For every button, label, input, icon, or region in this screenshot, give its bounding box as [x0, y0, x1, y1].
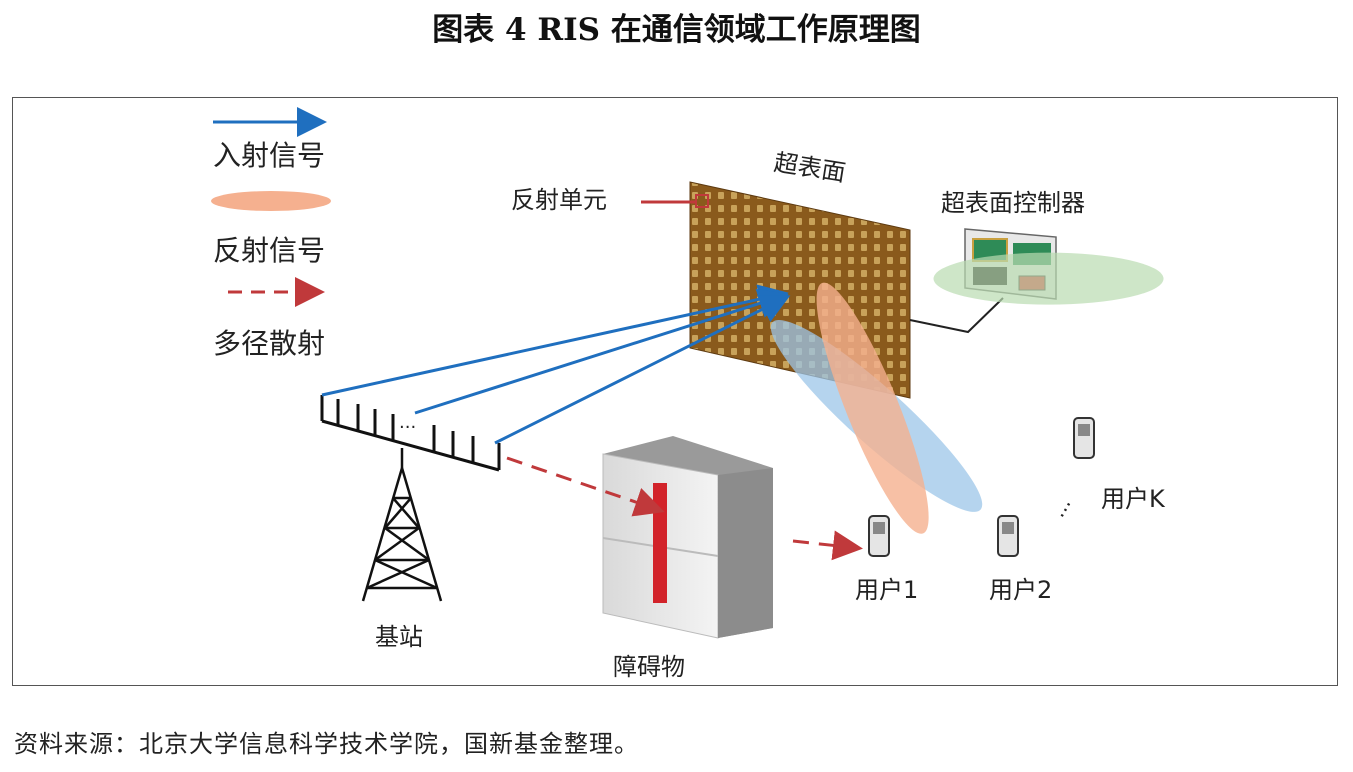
source-note: 资料来源：北京大学信息科学技术学院，国新基金整理。	[14, 730, 639, 758]
base-station-label: 基站	[375, 623, 423, 651]
diagram-frame: 入射信号 反射信号 多径散射 反射单元 超表面 超表面控制器	[12, 97, 1338, 686]
obstacle-cabinet-icon	[602, 436, 773, 639]
user1-label: 用户1	[855, 576, 918, 604]
obstacle-label: 障碍物	[613, 653, 685, 681]
multipath-arrow-to-obstacle	[506, 456, 665, 517]
reflected-beam-icon	[211, 191, 331, 211]
antenna-ellipsis: ···	[399, 417, 416, 438]
base-station-tower-icon	[361, 448, 443, 602]
reflected-beam-userK	[933, 252, 1164, 305]
legend-multipath-label: 多径散射	[213, 327, 325, 360]
legend-incident-label: 入射信号	[213, 139, 325, 172]
diagram-canvas: 入射信号 反射信号 多径散射 反射单元 超表面 超表面控制器	[211, 107, 1166, 681]
userK-phone-icon	[1073, 417, 1095, 459]
controller-cable	[909, 297, 1004, 334]
userK-label: 用户K	[1101, 485, 1166, 513]
legend-reflected-label: 反射信号	[213, 234, 325, 267]
user2-phone-icon	[997, 515, 1019, 557]
metasurface-label: 超表面	[772, 148, 847, 187]
multipath-arrow-to-user1	[792, 530, 863, 561]
incident-signals	[321, 284, 791, 445]
legend: 入射信号 反射信号 多径散射	[211, 107, 331, 360]
user2-label: 用户2	[989, 576, 1052, 604]
users-ellipsis: ···	[1050, 496, 1080, 525]
figure-title: 图表 4 RIS 在通信领域工作原理图	[432, 12, 921, 48]
reflected-beam-user1	[816, 282, 929, 534]
controller-label: 超表面控制器	[941, 189, 1085, 217]
user1-phone-icon	[868, 515, 890, 557]
reflect-unit-label: 反射单元	[511, 186, 607, 214]
antenna-array	[320, 395, 501, 472]
